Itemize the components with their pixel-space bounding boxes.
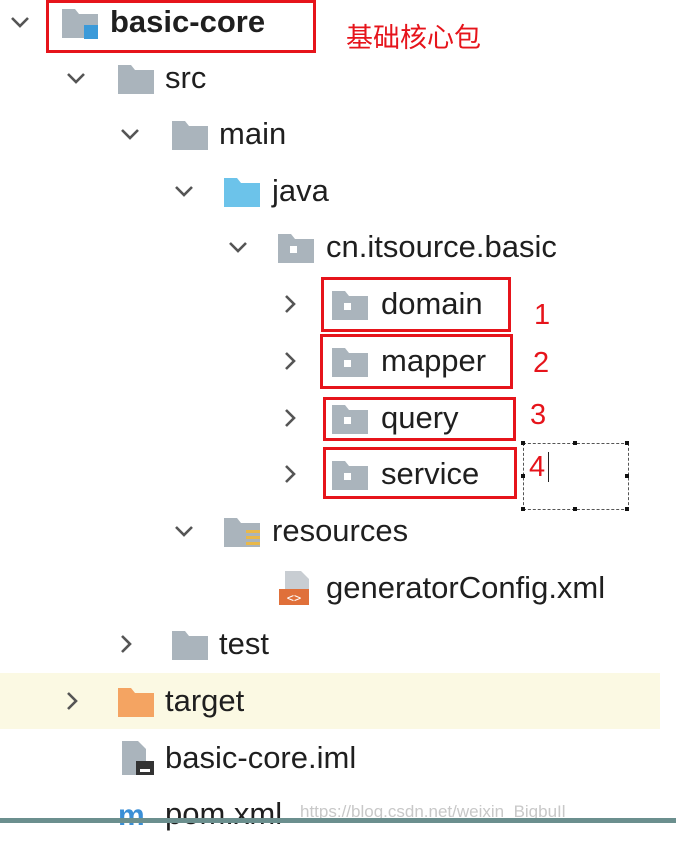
source-root-folder-icon [224,178,260,207]
chevron-right-icon[interactable] [276,290,304,318]
annotation-number-4: 4 [529,451,546,483]
service-highlight-box [323,447,517,499]
excluded-folder-icon [118,688,154,717]
tree-item-label: main [219,116,287,151]
chevron-right-icon[interactable] [276,347,304,375]
module-annotation: 基础核心包 [346,23,481,54]
resize-handle[interactable] [625,441,629,445]
package-icon [332,348,368,377]
package-icon [332,405,368,434]
chevron-down-icon[interactable] [224,233,252,261]
resources-folder-icon [224,518,260,547]
tree-row-resources[interactable]: resources [0,503,676,559]
tree-item-label: domain [381,286,483,321]
text-caret [548,452,549,482]
tree-item-label: java [272,173,329,208]
resize-handle[interactable] [573,441,577,445]
module-folder-icon [62,9,98,39]
watermark: https://blog.csdn.net/weixin_BigbuIl [300,802,566,821]
maven-file-icon: m [118,799,145,832]
resize-handle[interactable] [521,474,525,478]
chevron-right-icon[interactable] [112,630,140,658]
tree-row-main[interactable]: main [0,106,676,162]
chevron-down-icon[interactable] [62,64,90,92]
resize-handle[interactable] [625,474,629,478]
chevron-down-icon[interactable] [116,120,144,148]
mapper-highlight-box [320,334,513,389]
tree-item-label: generatorConfig.xml [326,570,606,605]
tree-item-label: test [219,626,269,661]
resize-handle[interactable] [625,507,629,511]
tree-item-label: pom.xml [165,796,283,831]
chevron-down-icon[interactable] [170,177,198,205]
text-box-selection[interactable] [523,443,629,510]
tree-row-cn-itsource-basic[interactable]: cn.itsource.basic [0,219,676,275]
tree-row-test[interactable]: test [0,616,676,672]
domain-highlight-box [321,277,511,332]
tree-row-src[interactable]: src [0,50,676,106]
chevron-down-icon[interactable] [6,8,34,36]
folder-icon [172,631,208,660]
package-icon [332,291,368,320]
bottom-border [0,818,676,823]
tree-row-generatorconfig-xml[interactable]: <> generatorConfig.xml [0,560,676,616]
chevron-right-icon[interactable] [276,404,304,432]
chevron-right-icon[interactable] [276,460,304,488]
tree-item-label: resources [272,513,409,548]
tree-row-target[interactable]: target [0,673,660,729]
chevron-right-icon[interactable] [58,687,86,715]
tree-row-domain[interactable]: domain [0,276,676,332]
tree-item-label: query [381,400,459,435]
tree-row-basic-core-iml[interactable]: basic-core.iml [0,730,676,786]
tree-row-basic-core[interactable]: basic-core [0,0,676,50]
resize-handle[interactable] [573,507,577,511]
tree-row-mapper[interactable]: mapper [0,333,676,389]
svg-text:m: m [118,799,145,832]
chevron-down-icon[interactable] [170,517,198,545]
tree-row-query[interactable]: query [0,390,676,446]
resize-handle[interactable] [521,441,525,445]
svg-text:<>: <> [287,591,301,605]
tree-item-label: mapper [381,343,487,378]
tree-item-label: basic-core [110,4,266,39]
module-highlight-box [46,0,316,53]
tree-item-label: basic-core.iml [165,740,357,775]
folder-icon [172,121,208,150]
iml-file-icon [122,741,154,775]
annotation-number-3: 3 [530,399,547,431]
tree-row-java[interactable]: java [0,163,676,219]
annotation-number-2: 2 [533,347,550,379]
query-highlight-box [323,397,516,441]
xml-file-icon: <> [279,571,309,605]
tree-item-label: src [165,60,207,95]
tree-item-label: target [165,683,245,718]
annotation-number-1: 1 [534,299,551,331]
folder-icon [118,65,154,94]
package-icon [278,234,314,263]
package-icon [332,461,368,490]
tree-row-service[interactable]: service [0,446,676,502]
tree-item-label: cn.itsource.basic [326,229,557,264]
resize-handle[interactable] [521,507,525,511]
tree-item-label: service [381,456,480,491]
